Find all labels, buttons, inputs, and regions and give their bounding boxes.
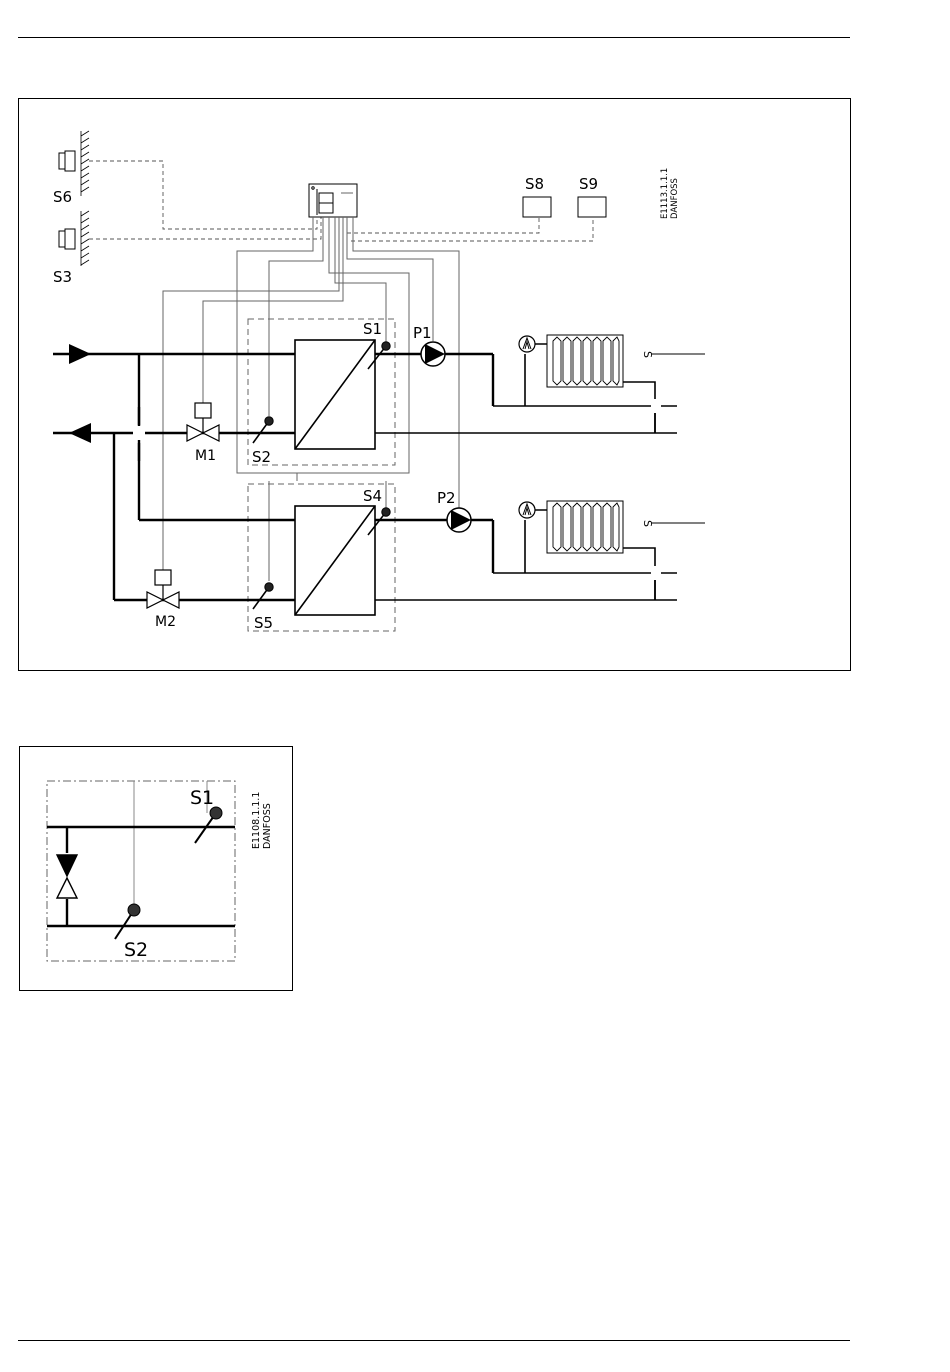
label-s9: S9 <box>579 175 598 193</box>
detail-drawing-code: E1108.1.1.1 <box>251 792 262 849</box>
heat-exchanger-2 <box>295 506 375 615</box>
heating-system-svg: S6 S3 S8 S9 S1 S2 S4 S5 P1 P2 M1 M2 S S … <box>19 99 850 670</box>
valve-m2 <box>147 570 179 608</box>
main-pipes <box>53 354 493 600</box>
sensor-s3 <box>59 229 75 249</box>
heat-exchanger-1 <box>295 340 375 449</box>
sensor-s2 <box>253 417 273 443</box>
sensor-s9-box <box>578 197 606 217</box>
bypass-detail-diagram: S1 S2 E1108.1.1.1 DANFOSS <box>19 746 293 991</box>
pump-p1 <box>421 342 445 366</box>
supply-arrow <box>69 344 91 364</box>
thermostatic-valve-2 <box>519 502 535 518</box>
drawing-brand: DANFOSS <box>670 178 680 219</box>
label-s6: S6 <box>53 188 72 206</box>
bottom-rule <box>18 1340 850 1341</box>
label-s5: S5 <box>254 614 273 632</box>
label-mark-1: S <box>641 351 654 358</box>
detail-label-s1: S1 <box>190 787 214 809</box>
thermostatic-valve-1 <box>519 336 535 352</box>
top-rule <box>18 37 850 38</box>
radiator-1 <box>547 335 623 387</box>
detail-label-s2: S2 <box>124 939 148 961</box>
secondary-pipes <box>375 344 677 600</box>
label-s1: S1 <box>363 320 382 338</box>
label-mark-2: S <box>641 520 654 527</box>
valve-m1 <box>187 403 219 441</box>
pump-p2 <box>447 508 471 532</box>
controller-unit <box>309 184 357 217</box>
detail-drawing-brand: DANFOSS <box>262 803 273 849</box>
detail-sensor-s1 <box>195 807 222 843</box>
sensor-s8-box <box>523 197 551 217</box>
drawing-code: E1113.1.1.1 <box>660 168 670 219</box>
detail-check-valve <box>57 855 77 898</box>
sensor-s6 <box>59 151 75 171</box>
label-s8: S8 <box>525 175 544 193</box>
radiator-2 <box>547 501 623 553</box>
label-m2: M2 <box>155 614 176 630</box>
bypass-detail-svg: S1 S2 E1108.1.1.1 DANFOSS <box>20 747 292 990</box>
detail-pipes <box>47 827 235 926</box>
wall-hatch-s3 <box>81 211 89 266</box>
wall-hatch-s6 <box>81 131 89 196</box>
label-p2: P2 <box>437 489 456 507</box>
label-m1: M1 <box>195 448 216 464</box>
label-p1: P1 <box>413 324 432 342</box>
label-s2: S2 <box>252 448 271 466</box>
return-arrow <box>69 423 91 443</box>
heating-system-diagram: S6 S3 S8 S9 S1 S2 S4 S5 P1 P2 M1 M2 S S … <box>18 98 851 671</box>
detail-sensor-s2 <box>115 904 140 939</box>
label-s4: S4 <box>363 487 382 505</box>
sensor-s5 <box>253 583 273 609</box>
label-s3: S3 <box>53 268 72 286</box>
